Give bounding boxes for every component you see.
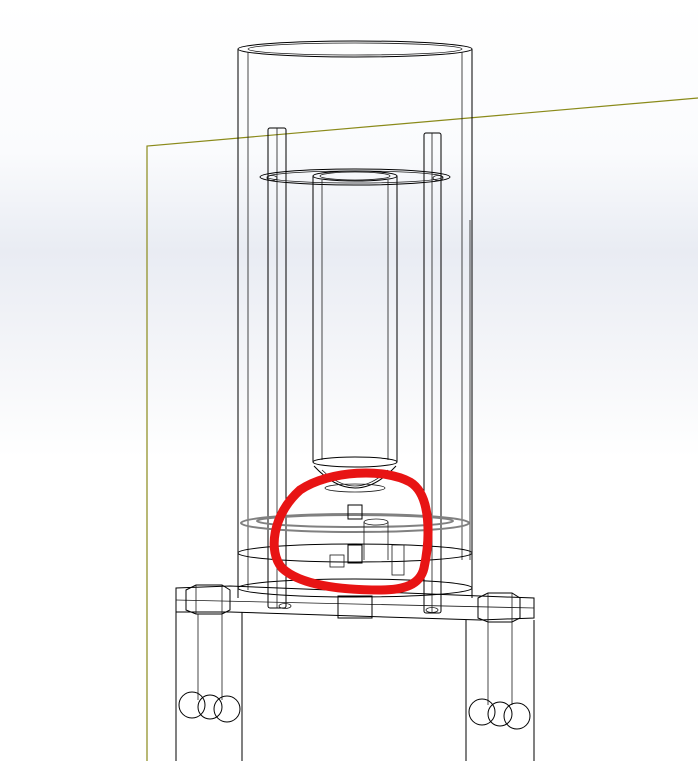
base-plate[interactable]: [175, 585, 535, 621]
central-pin[interactable]: [329, 504, 405, 576]
right-leg[interactable]: [465, 620, 535, 761]
guide-rods[interactable]: [267, 127, 442, 614]
left-leg[interactable]: [175, 612, 243, 761]
sketch-plane-outline: [146, 97, 698, 761]
red-markup-circle-icon: [269, 468, 433, 595]
outer-cylinder[interactable]: [237, 40, 473, 598]
top-flange-ring[interactable]: [259, 168, 451, 186]
inner-tube[interactable]: [312, 170, 398, 468]
hex-bolts[interactable]: [185, 584, 521, 623]
lower-guide-ring[interactable]: [240, 513, 470, 533]
